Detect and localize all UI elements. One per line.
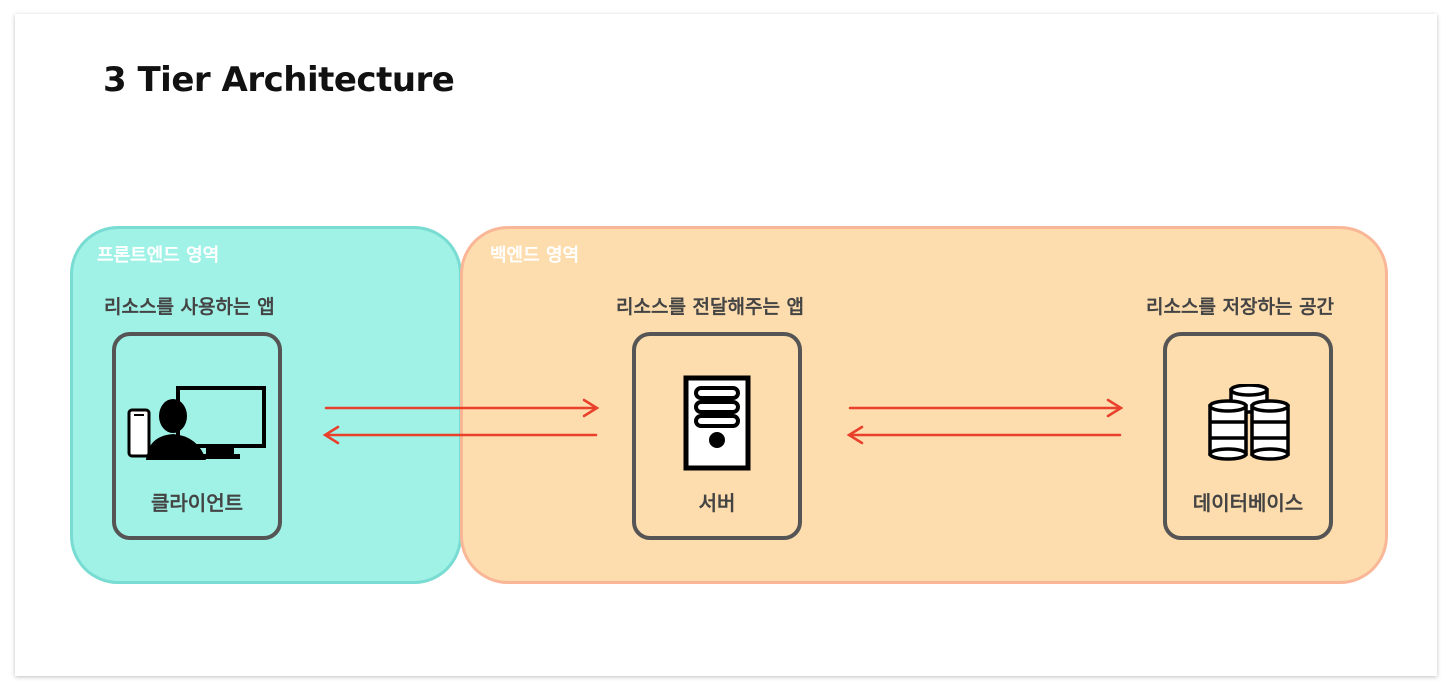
arrow-server-to-client bbox=[322, 425, 598, 445]
server-role-label: 리소스를 전달해주는 앱 bbox=[616, 296, 805, 318]
arrow-client-to-server bbox=[324, 398, 600, 418]
database-label: 데이터베이스 bbox=[1192, 491, 1304, 515]
client-node bbox=[112, 332, 282, 540]
server-label: 서버 bbox=[698, 491, 736, 515]
server-node bbox=[632, 332, 802, 540]
client-devices-icon bbox=[127, 386, 266, 460]
client-role-label: 리소스를 사용하는 앱 bbox=[104, 296, 275, 318]
page-title: 3 Tier Architecture bbox=[103, 60, 455, 100]
backend-zone-label: 백엔드 영역 bbox=[490, 245, 580, 266]
database-role-label: 리소스를 저장하는 공간 bbox=[1146, 296, 1335, 318]
database-icon bbox=[1208, 384, 1290, 461]
arrow-database-to-server bbox=[846, 425, 1122, 445]
arrow-server-to-database bbox=[848, 398, 1124, 418]
client-label: 클라이언트 bbox=[151, 491, 243, 515]
frontend-zone-label: 프론트엔드 영역 bbox=[97, 245, 220, 266]
database-node bbox=[1163, 332, 1333, 540]
server-icon bbox=[683, 375, 751, 471]
